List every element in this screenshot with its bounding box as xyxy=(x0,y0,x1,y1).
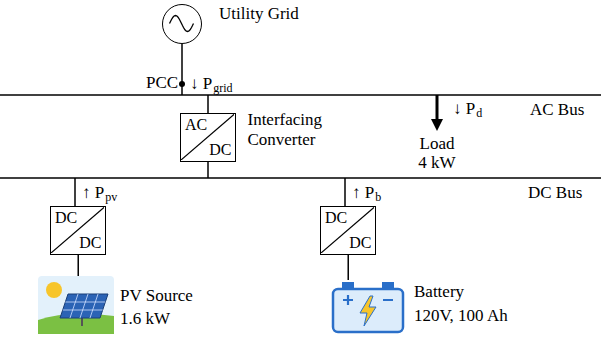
power-symbol: ↓ P xyxy=(190,74,212,94)
load-rating: 4 kW xyxy=(418,153,455,173)
diagonal-line xyxy=(181,114,234,160)
wire-connector xyxy=(77,255,79,276)
sun xyxy=(46,282,62,298)
bus-name: AC Bus xyxy=(530,100,584,120)
grid-source: Utility Grid xyxy=(162,4,202,44)
converter-dc-wire xyxy=(207,161,209,178)
sine-symbol xyxy=(163,5,200,42)
ac-bus-line xyxy=(0,94,601,96)
battery-body xyxy=(333,289,403,332)
power-subscript: d xyxy=(476,107,482,121)
power-subscript: b xyxy=(375,191,381,205)
load-name: Load xyxy=(420,134,455,154)
source-label: PV Source xyxy=(120,286,193,306)
box-port-label: DC xyxy=(209,141,231,159)
source-label: Utility Grid xyxy=(219,4,299,24)
converter-ac-wire xyxy=(207,95,209,113)
power-subscript: pv xyxy=(105,191,117,205)
solar-panel xyxy=(60,294,108,318)
box-port-label: DC xyxy=(79,234,101,252)
converter-box: ACDCInterfacing Converter xyxy=(180,113,236,162)
source-label: Battery xyxy=(414,282,464,302)
wire-connector xyxy=(347,255,349,280)
battery-bus-wire xyxy=(344,178,346,206)
load-arrow-head xyxy=(431,119,443,131)
pv-panel-icon: PV Source1.6 kW xyxy=(38,276,114,334)
load-arrow-shaft xyxy=(436,95,439,121)
converter-label: Interfacing Converter xyxy=(247,110,335,149)
diagonal-line xyxy=(321,207,374,253)
pv-illustration xyxy=(38,276,114,334)
power-symbol: ↓ P xyxy=(453,99,475,119)
pcc-dot xyxy=(179,81,185,87)
source-rating: 120V, 100 Ah xyxy=(414,306,508,326)
power-symbol: ↑ P xyxy=(82,183,104,203)
box-port-label: AC xyxy=(185,116,207,134)
battery-icon: Battery120V, 100 Ah xyxy=(330,280,406,334)
grid-wire xyxy=(181,44,183,95)
dc-dc-box: DCDC xyxy=(320,206,376,255)
power-symbol: ↑ P xyxy=(352,183,374,203)
power-subscript: grid xyxy=(213,82,232,96)
diagonal-line xyxy=(51,207,104,253)
dc-dc-box: DCDC xyxy=(50,206,106,255)
sky xyxy=(38,276,114,334)
bus-name: DC Bus xyxy=(528,183,582,203)
pv-bus-wire xyxy=(74,178,76,206)
source-rating: 1.6 kW xyxy=(120,309,170,329)
box-port-label: DC xyxy=(325,209,347,227)
node-name: PCC xyxy=(146,73,178,93)
sine-wave xyxy=(170,16,194,32)
battery-illustration xyxy=(330,280,406,334)
box-port-label: DC xyxy=(349,234,371,252)
dc-bus-line xyxy=(0,177,601,179)
box-port-label: DC xyxy=(55,209,77,227)
lightning-symbol xyxy=(360,296,376,326)
